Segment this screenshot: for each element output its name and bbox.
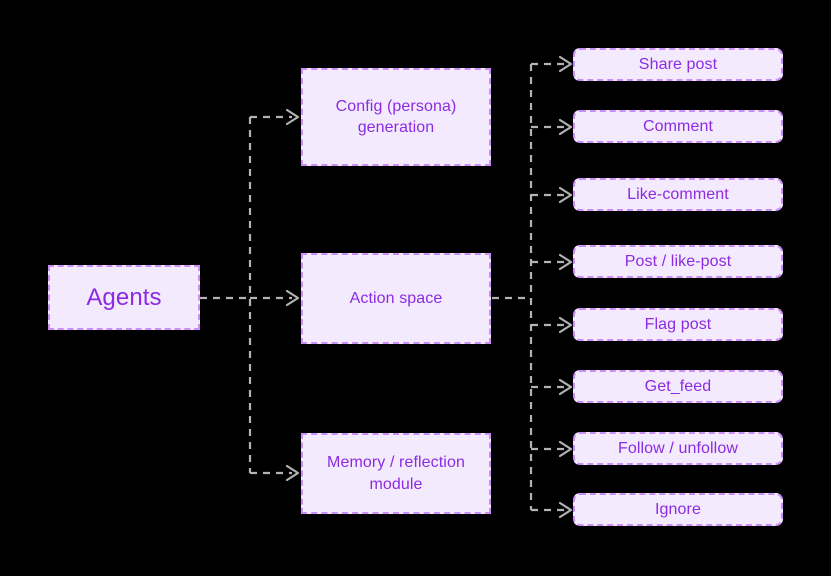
arrow-head-action-1	[558, 118, 573, 136]
arrow-head-action-2	[558, 186, 573, 204]
node-action-share-post-label: Share post	[638, 55, 718, 73]
node-action-follow-unfollow[interactable]: Follow / unfollow	[573, 432, 783, 465]
node-action-share-post[interactable]: Share post	[573, 48, 783, 81]
node-config-persona-generation-label: Config (persona) generation	[336, 96, 457, 138]
arrow-head-config	[285, 108, 300, 126]
node-label-line1: Config (persona)	[335, 97, 457, 115]
node-action-like-comment[interactable]: Like-comment	[573, 178, 783, 211]
node-memory-reflection-module[interactable]: Memory / reflection module	[301, 433, 491, 514]
arrow-head-action-6	[558, 440, 573, 458]
node-action-comment[interactable]: Comment	[573, 110, 783, 143]
arrow-head-action-7	[558, 501, 573, 519]
node-agents-label: Agents	[86, 283, 162, 311]
node-label-line1: Memory / reflection	[327, 454, 465, 472]
node-action-get-feed-label: Get_feed	[644, 377, 712, 395]
arrow-head-action-4	[558, 316, 573, 334]
arrow-head-action-0	[558, 55, 573, 73]
node-action-space[interactable]: Action space	[301, 253, 491, 344]
node-action-flag-post-label: Flag post	[644, 315, 712, 333]
node-memory-reflection-module-label: Memory / reflection module	[327, 452, 465, 494]
arrow-head-action-3	[558, 253, 573, 271]
arrow-head-memory	[285, 464, 300, 482]
node-action-like-comment-label: Like-comment	[627, 185, 729, 203]
node-action-ignore-label: Ignore	[655, 500, 701, 518]
node-action-post-like-post[interactable]: Post / like-post	[573, 245, 783, 278]
node-label-line2: generation	[357, 119, 435, 136]
node-config-persona-generation[interactable]: Config (persona) generation	[301, 68, 491, 166]
node-action-get-feed[interactable]: Get_feed	[573, 370, 783, 403]
arrow-head-action-5	[558, 378, 573, 396]
node-label-line2: module	[369, 475, 423, 493]
node-action-space-label: Action space	[349, 289, 443, 307]
node-agents[interactable]: Agents	[48, 265, 200, 330]
node-action-flag-post[interactable]: Flag post	[573, 308, 783, 341]
node-action-comment-label: Comment	[642, 117, 714, 135]
node-action-follow-unfollow-label: Follow / unfollow	[618, 439, 738, 457]
node-action-post-like-post-label: Post / like-post	[624, 252, 732, 270]
arrow-head-action	[285, 289, 300, 307]
node-action-ignore[interactable]: Ignore	[573, 493, 783, 526]
